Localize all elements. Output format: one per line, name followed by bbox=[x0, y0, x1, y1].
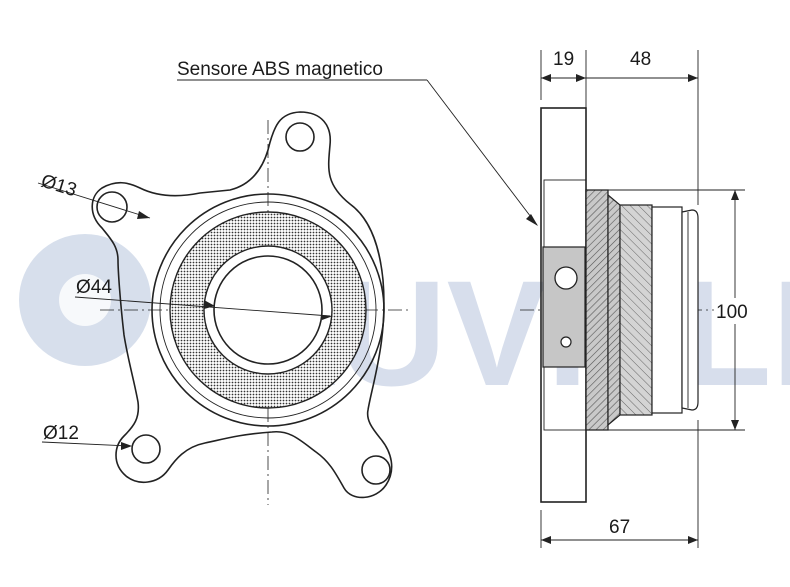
label-d12: Ø12 bbox=[43, 423, 79, 444]
sensor-callout: Sensore ABS magnetico bbox=[177, 59, 538, 226]
sensor-label: Sensore ABS magnetico bbox=[177, 59, 383, 80]
front-view bbox=[91, 111, 412, 505]
hub-ring-2 bbox=[159, 201, 377, 419]
abs-sensor-section bbox=[542, 246, 586, 368]
dimension-48: 48 bbox=[586, 49, 699, 205]
dimension-d44: Ø44 bbox=[74, 277, 333, 320]
label-48: 48 bbox=[630, 49, 651, 70]
side-view bbox=[520, 107, 715, 503]
sensor-hole-2 bbox=[560, 336, 572, 348]
outer-hub-ring bbox=[151, 193, 385, 427]
hub-shoulder bbox=[651, 206, 683, 414]
bolt-hole-bottom-right bbox=[361, 455, 391, 485]
dimension-d12: Ø12 bbox=[41, 423, 132, 450]
label-100: 100 bbox=[716, 302, 748, 323]
bolt-hole-bottom-left bbox=[131, 434, 161, 464]
bore bbox=[213, 255, 323, 365]
bore-outer-ring bbox=[203, 245, 333, 375]
bolt-hole-left bbox=[96, 191, 128, 223]
dimension-d13: Ø13 bbox=[37, 171, 151, 219]
bolt-hole-top bbox=[285, 122, 315, 152]
dimension-67: 67 bbox=[540, 420, 699, 548]
label-67: 67 bbox=[609, 517, 630, 538]
hub-body bbox=[585, 189, 609, 431]
hub-lip bbox=[681, 209, 699, 411]
dimension-19: 19 bbox=[540, 49, 587, 108]
label-d44: Ø44 bbox=[76, 277, 112, 298]
label-d13: Ø13 bbox=[39, 171, 79, 202]
bearing-section bbox=[619, 204, 653, 416]
sensor-hole-1 bbox=[554, 266, 578, 290]
flange-outline bbox=[91, 111, 393, 499]
dimension-100: 100 bbox=[608, 189, 754, 431]
label-19: 19 bbox=[553, 49, 574, 70]
